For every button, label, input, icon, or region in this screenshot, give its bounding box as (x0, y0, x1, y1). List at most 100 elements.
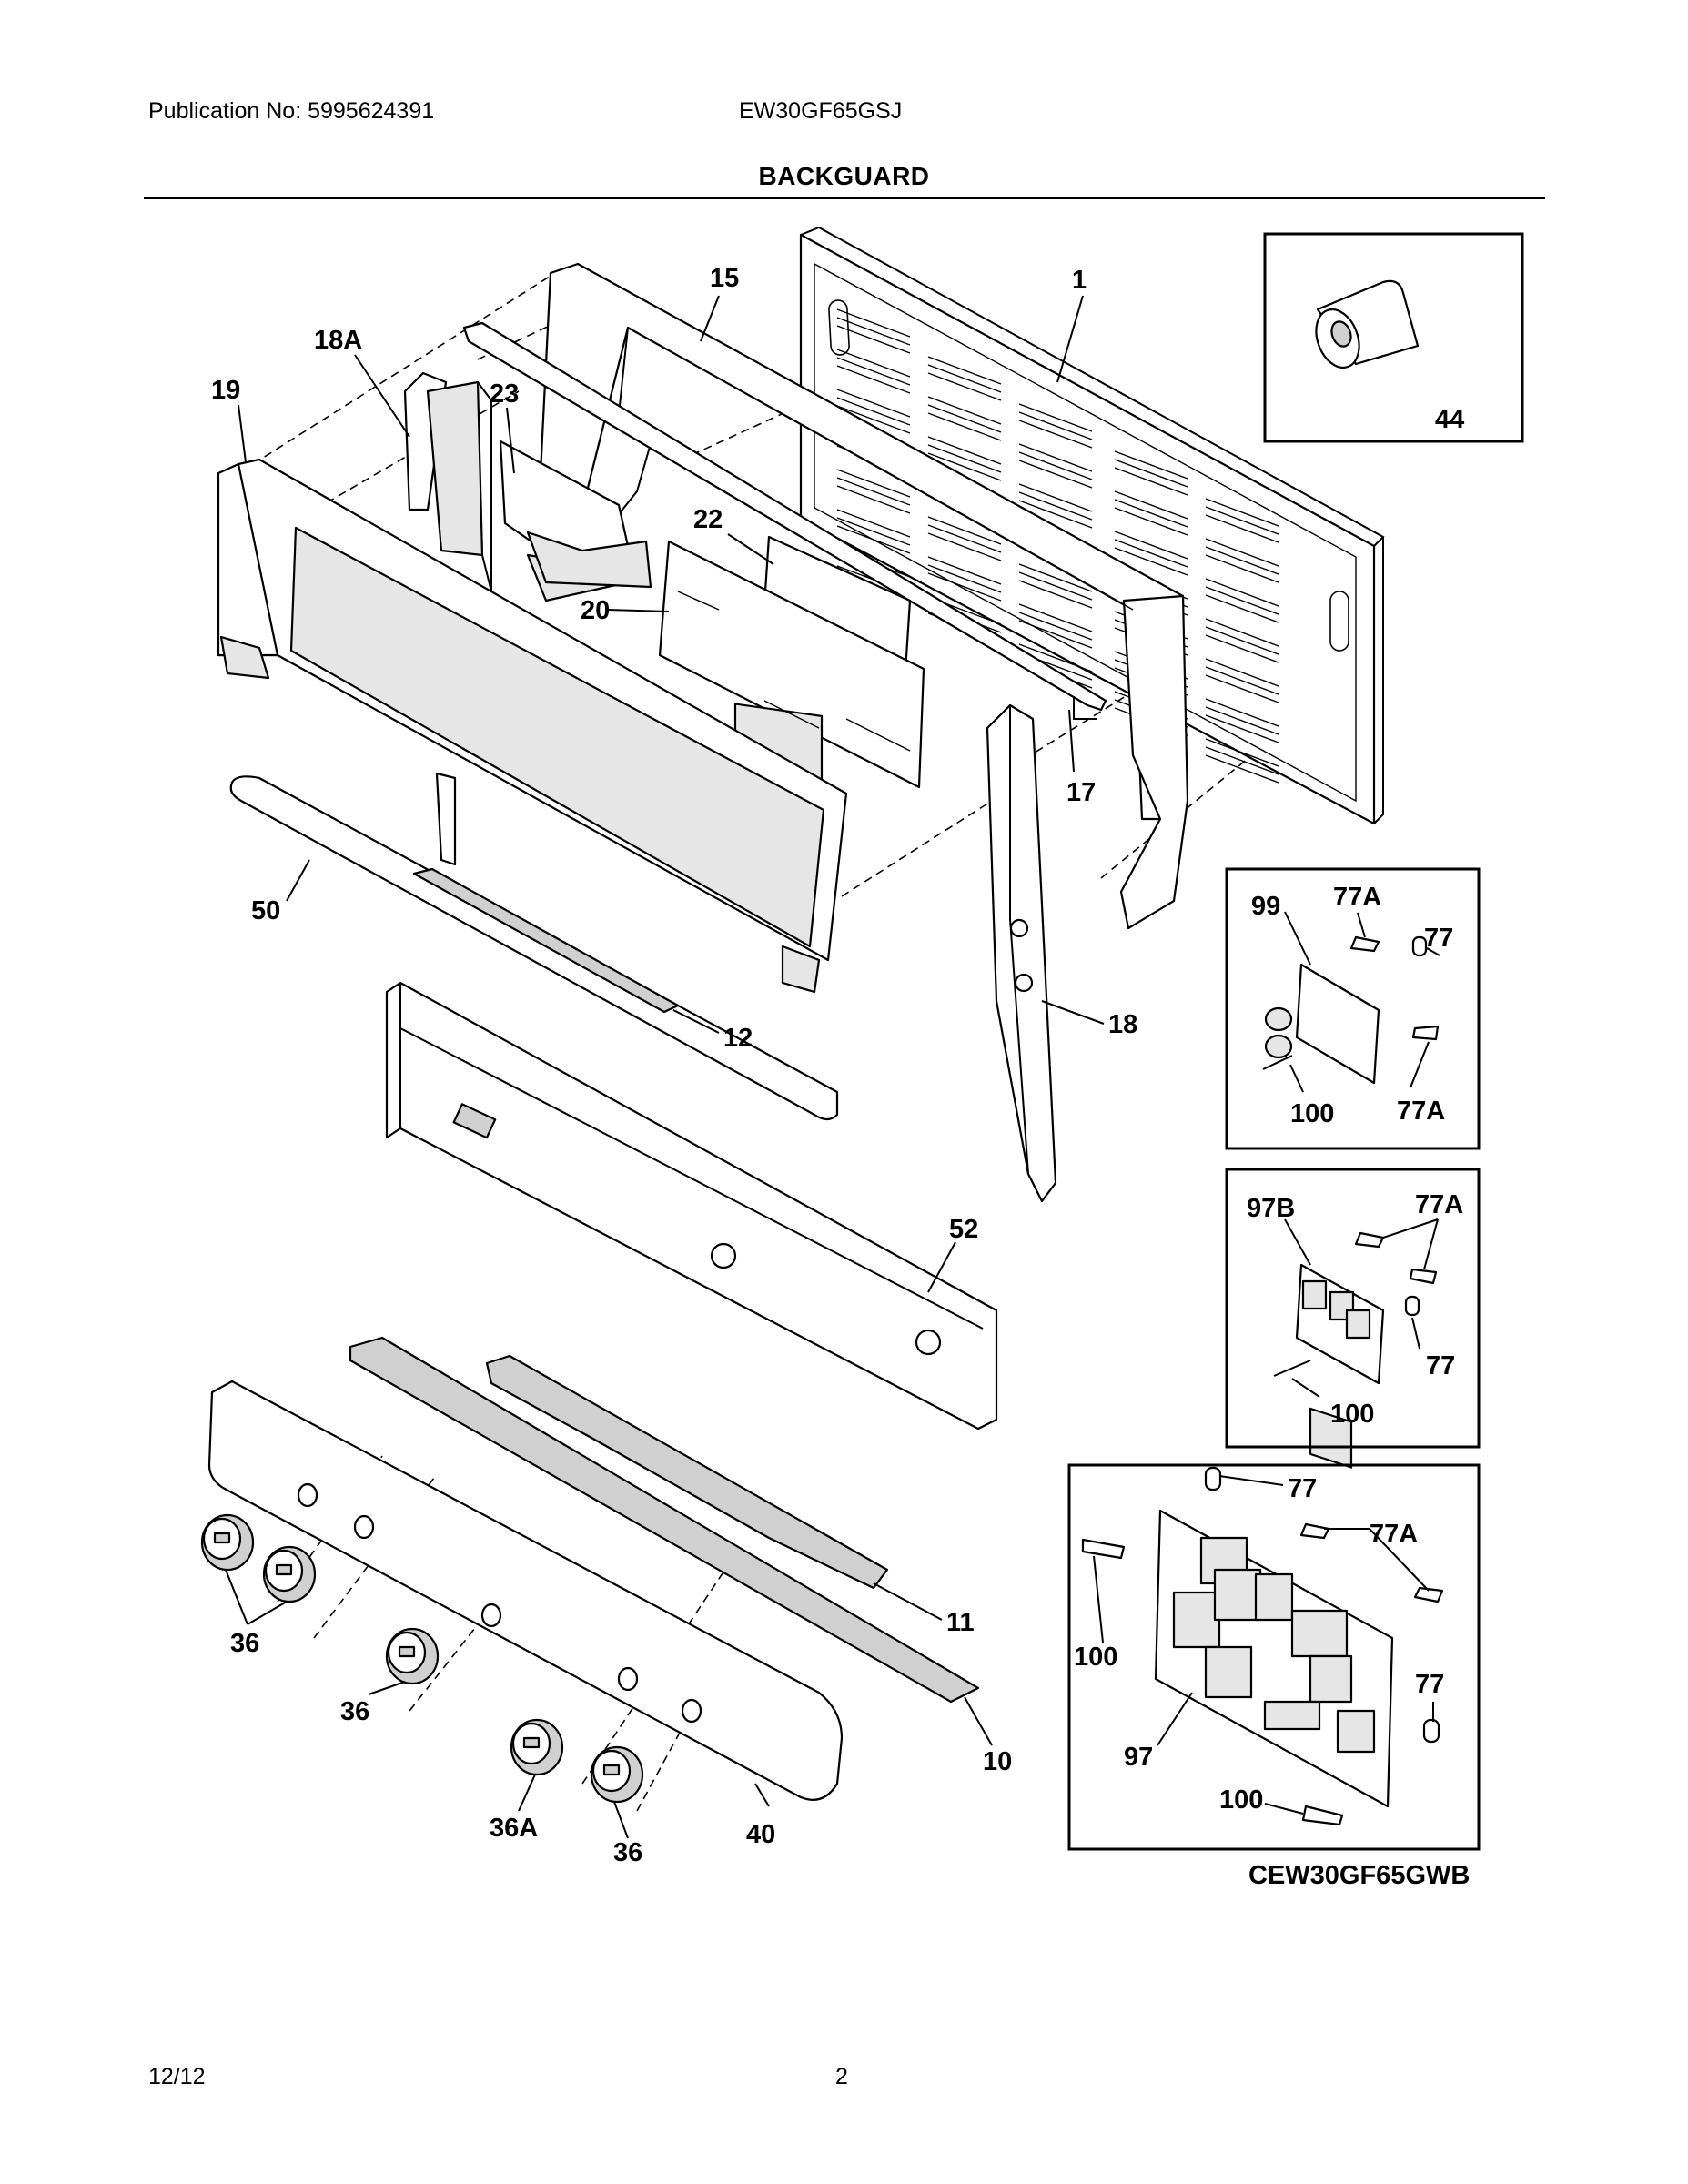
callout-36-left: 36 (230, 1629, 259, 1658)
vent-slot (836, 405, 911, 434)
callout-36-middle: 36 (340, 1697, 369, 1726)
vent-slot (1114, 490, 1188, 520)
vent-slot (1205, 554, 1279, 583)
callout-1: 1 (1072, 266, 1087, 295)
section-title: BACKGUARD (758, 162, 930, 190)
vent-slot (1205, 578, 1279, 607)
vent-slot (836, 325, 911, 354)
vent-slot (1205, 538, 1279, 567)
vent-slot (1205, 626, 1279, 655)
vent-slot (1018, 500, 1093, 529)
vent-slot (836, 397, 911, 426)
vent-slot (1205, 498, 1279, 527)
callout-44: 44 (1435, 405, 1464, 434)
board99-label-99: 99 (1251, 892, 1280, 921)
vent-slot (1114, 531, 1188, 560)
vent-slot (1018, 411, 1093, 440)
callout-18: 18 (1108, 1010, 1137, 1039)
vent-slot (1205, 586, 1279, 615)
manifold-panel-part-52 (385, 981, 998, 1431)
bracket-part-23 (499, 440, 652, 589)
footer-date: 12/12 (148, 2064, 206, 2089)
vent-slot (1205, 706, 1279, 735)
vent-slot (927, 564, 1002, 593)
vent-slot (1114, 507, 1188, 536)
vent-slot (836, 389, 911, 418)
board97-label-100-bottom: 100 (1219, 1785, 1263, 1815)
vent-slot (1114, 539, 1188, 568)
bracket-rail-part-17 (462, 321, 1107, 720)
vent-slot (1018, 580, 1093, 609)
inset-board-97: 77 77A 100 77 97 100 (1067, 1463, 1481, 1851)
vent-slot (1018, 563, 1093, 592)
vent-slot (836, 365, 911, 394)
vent-slot (1018, 403, 1093, 432)
vent-slot (927, 436, 1002, 465)
vent-slot (836, 525, 911, 554)
callout-12: 12 (723, 1024, 753, 1053)
vent-slot (836, 317, 911, 346)
vent-slot (836, 517, 911, 546)
board97B-label-77: 77 (1426, 1351, 1455, 1380)
vent-slot (1205, 666, 1279, 695)
vent-slot (1018, 571, 1093, 601)
vent-slot (1018, 620, 1093, 649)
callout-52: 52 (949, 1215, 978, 1244)
vent-slot (836, 357, 911, 386)
vent-slot (1205, 714, 1279, 743)
vent-slot (927, 404, 1002, 433)
callout-22: 22 (693, 505, 723, 534)
vent-slot (1205, 618, 1279, 647)
callout-23: 23 (490, 379, 519, 409)
vent-slot (927, 364, 1002, 393)
vent-slot (1205, 506, 1279, 535)
board99-label-100: 100 (1290, 1099, 1334, 1128)
vent-slot (1018, 420, 1093, 449)
vent-slot (1205, 746, 1279, 775)
vent-slot (1205, 594, 1279, 623)
callout-19: 19 (211, 376, 240, 405)
knob-panel-part-40 (207, 1380, 844, 1801)
gasket-part-12 (412, 867, 680, 1014)
vent-slot (836, 485, 911, 514)
trim-part-50 (229, 775, 839, 1121)
callout-10: 10 (983, 1747, 1012, 1776)
vent-slot (836, 349, 911, 378)
vent-slot (1205, 634, 1279, 663)
board97-label-97: 97 (1124, 1743, 1153, 1772)
vent-slot (1114, 547, 1188, 576)
model-caption: CEW30GF65GWB (1248, 1861, 1471, 1890)
knobs-part-36 (200, 1513, 644, 1804)
vent-slot (927, 556, 1002, 585)
vent-slot (927, 356, 1002, 385)
vent-slot (1205, 738, 1279, 767)
gasket-part-10 (349, 1336, 980, 1704)
front-panel-part-19 (217, 458, 848, 994)
board97-label-77-right: 77 (1415, 1670, 1444, 1699)
board97B-label-97B: 97B (1247, 1194, 1295, 1223)
board99-label-77A-top: 77A (1333, 883, 1381, 912)
board97-label-100-left: 100 (1074, 1643, 1117, 1672)
vent-slot (927, 516, 1002, 545)
board97-label-77-top: 77 (1288, 1474, 1317, 1503)
vent-slot (836, 308, 911, 338)
vent-slot (1114, 459, 1188, 488)
title-rule (144, 197, 1545, 199)
vent-slot (927, 372, 1002, 401)
vent-slot (927, 396, 1002, 425)
board99-label-77A-bottom: 77A (1397, 1097, 1445, 1126)
vent-slot (927, 444, 1002, 473)
callout-11: 11 (946, 1608, 975, 1637)
callout-40: 40 (746, 1820, 775, 1849)
publication-number: Publication No: 5995624391 (148, 98, 435, 124)
board99-label-77: 77 (1424, 924, 1453, 953)
vent-slot (1205, 514, 1279, 543)
vent-slot (1114, 450, 1188, 480)
vent-slot (1114, 467, 1188, 496)
callout-18A: 18A (314, 326, 362, 355)
vent-slot (1018, 643, 1093, 672)
callout-20: 20 (581, 596, 610, 625)
inset-board-97B: 97B 77A 77 100 (1225, 1168, 1481, 1449)
board97-label-77A: 77A (1370, 1520, 1418, 1549)
